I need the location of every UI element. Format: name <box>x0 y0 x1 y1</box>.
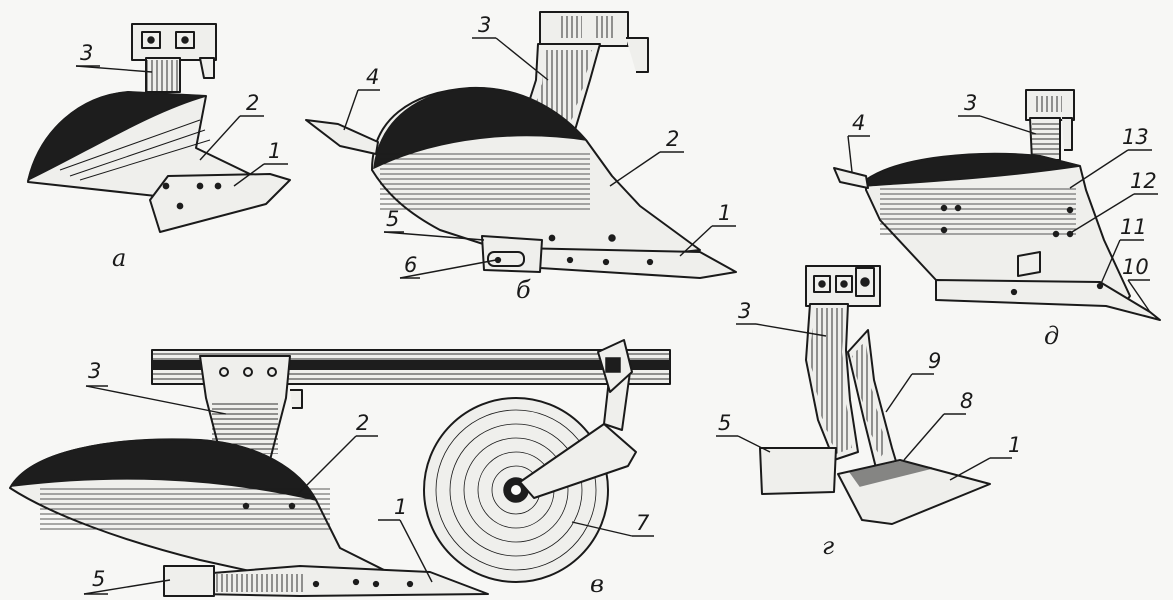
figure-b-label-2: 2 <box>666 127 679 151</box>
figure-v-disk-coulter <box>423 339 637 583</box>
figure-b-share <box>515 247 737 279</box>
figure-d-label-13: 13 <box>1122 125 1149 149</box>
figure-g-standard <box>805 265 881 461</box>
figure-d-standard <box>1025 89 1075 161</box>
figure-v-label-3: 3 <box>88 359 101 383</box>
figure-g-label-9: 9 <box>928 349 941 373</box>
figure-v-landside <box>163 565 215 597</box>
figure-b-landside <box>481 235 543 273</box>
figure-g-slat <box>847 329 899 469</box>
figure-b-label-5: 5 <box>386 207 399 231</box>
figure-v-label-1: 1 <box>394 495 407 519</box>
figure-v-share <box>199 565 489 597</box>
figure-d-label-3: 3 <box>964 91 977 115</box>
figure-v-label-7: 7 <box>636 511 650 535</box>
figure-b-leaders <box>343 37 736 279</box>
figure-b-extension <box>305 119 379 155</box>
figure-g-share <box>837 459 991 525</box>
figure-d-caption: д <box>1044 322 1059 350</box>
figure-v-caption: в <box>590 570 604 598</box>
figure-d-extension <box>833 167 869 189</box>
figure-d-label-4: 4 <box>852 111 865 135</box>
figure-a-share <box>149 173 291 233</box>
figure-a-leaders <box>75 65 288 187</box>
figure-a-plow-body: 3 2 1 а <box>26 23 291 272</box>
figure-a-label-1: 1 <box>268 139 281 163</box>
figure-g-label-3: 3 <box>738 299 751 323</box>
figure-a-label-2: 2 <box>246 91 259 115</box>
figure-b-moldboard <box>371 86 701 261</box>
figure-v-standard <box>199 355 303 461</box>
figure-v-leaders <box>83 385 654 595</box>
figure-b-label-3: 3 <box>478 13 491 37</box>
figure-d-share <box>935 251 1161 321</box>
figure-d-moldboard <box>865 152 1131 305</box>
figure-b-label-4: 4 <box>366 65 379 89</box>
figure-g-landside <box>759 447 837 495</box>
figure-d-plow-body: 4 3 13 12 11 10 д <box>833 89 1161 350</box>
figure-d-label-12: 12 <box>1130 169 1157 193</box>
figure-b-label-6: 6 <box>404 253 417 277</box>
figure-v-label-5: 5 <box>92 567 105 591</box>
figure-g-label-1: 1 <box>1008 433 1021 457</box>
figure-g-label-5: 5 <box>718 411 731 435</box>
figure-v-label-2: 2 <box>356 411 369 435</box>
figure-a-label-3: 3 <box>80 41 93 65</box>
figure-g-label-8: 8 <box>960 389 973 413</box>
figure-d-label-11: 11 <box>1120 215 1147 239</box>
figure-a-caption: а <box>112 244 126 272</box>
figure-d-label-10: 10 <box>1122 255 1149 279</box>
figure-d-leaders <box>847 115 1158 313</box>
figure-v-moldboard <box>9 438 401 583</box>
figure-v-plow-body: 3 2 1 5 7 в <box>9 339 671 598</box>
figure-b-label-1: 1 <box>718 201 731 225</box>
figure-a-standard <box>131 23 217 93</box>
figure-a-moldboard <box>26 91 259 197</box>
figure-g-leaders <box>716 323 1012 481</box>
figure-b-plow-body: 4 3 2 1 5 6 б <box>305 11 737 304</box>
figure-b-caption: б <box>516 276 531 304</box>
figure-g-caption: г <box>822 532 834 560</box>
figure-g-plow-body: 3 9 8 1 5 г <box>716 265 1021 560</box>
